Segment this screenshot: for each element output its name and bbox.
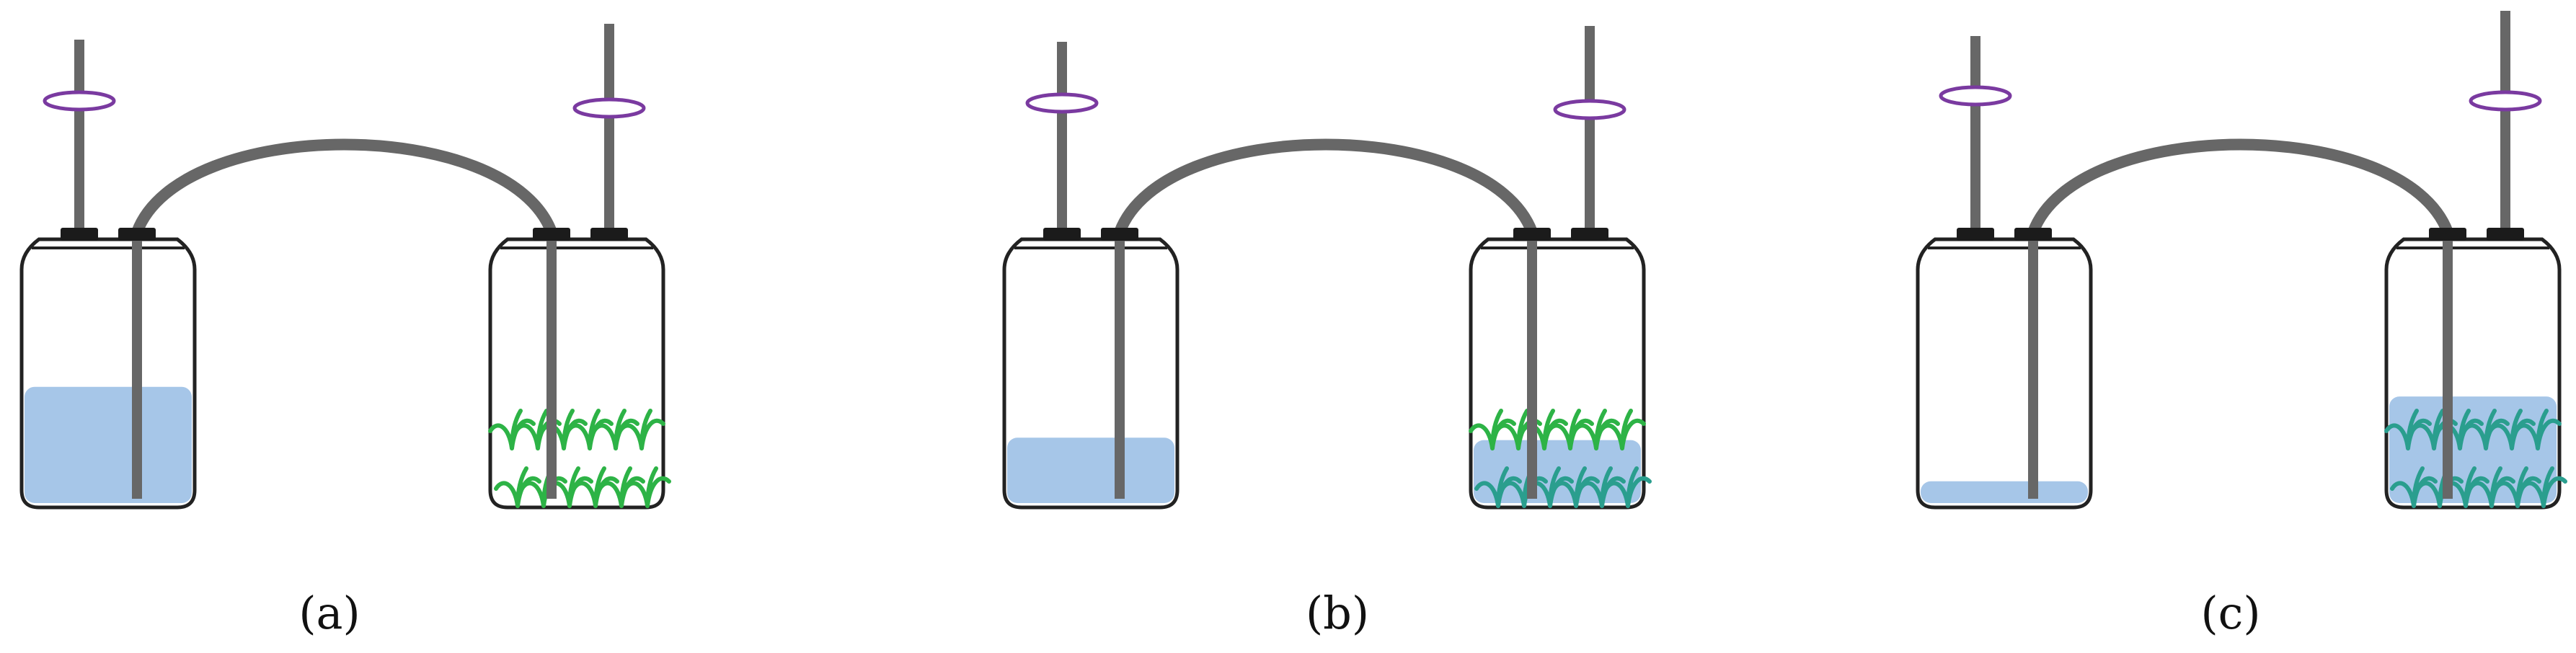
panel-a bbox=[19, 24, 671, 510]
pinch-clamp bbox=[43, 90, 116, 112]
stopper-cap bbox=[590, 228, 628, 241]
pinch-clamp bbox=[2469, 90, 2542, 112]
plant-sprout bbox=[1598, 409, 1646, 450]
source-bottle bbox=[19, 237, 197, 510]
source-water bbox=[1921, 481, 2088, 503]
pinch-clamp bbox=[1553, 99, 1626, 120]
caption-b: (b) bbox=[1306, 587, 1369, 639]
stopper-cap bbox=[2014, 228, 2052, 241]
stopper-cap bbox=[1043, 228, 1081, 241]
source-water bbox=[1007, 437, 1174, 503]
plant-sprout bbox=[572, 466, 619, 508]
plant-sprout bbox=[618, 409, 665, 450]
source-bottle bbox=[1002, 237, 1179, 510]
panel-b bbox=[1002, 26, 1652, 510]
plant-sprout bbox=[488, 409, 536, 450]
stopper-cap bbox=[533, 228, 570, 241]
plant-sprout bbox=[2514, 409, 2562, 450]
source-water bbox=[25, 386, 192, 503]
plant-sprout bbox=[592, 409, 639, 450]
source-bottle bbox=[1916, 237, 2093, 510]
plant-sprout bbox=[494, 466, 541, 508]
panel-c bbox=[1916, 11, 2567, 510]
plant-sprout bbox=[1604, 466, 1652, 508]
pinch-clamp bbox=[1025, 92, 1099, 114]
siphon-tube-arc bbox=[1114, 138, 1538, 238]
stopper-cap bbox=[118, 228, 156, 241]
stopper-cap bbox=[1957, 228, 1994, 241]
pinch-clamp bbox=[1939, 85, 2012, 107]
plant-sprout bbox=[624, 466, 671, 508]
caption-a: (a) bbox=[298, 587, 360, 639]
plant-sprout bbox=[520, 466, 567, 508]
pinch-clamp bbox=[572, 97, 646, 119]
stopper-cap bbox=[1571, 228, 1608, 241]
stopper-cap bbox=[1513, 228, 1551, 241]
stopper-cap bbox=[1101, 228, 1138, 241]
plant-sprout bbox=[598, 466, 645, 508]
stopper-cap bbox=[2429, 228, 2466, 241]
stopper-cap bbox=[61, 228, 98, 241]
siphon-tube-arc bbox=[131, 138, 557, 238]
caption-c: (c) bbox=[2200, 587, 2260, 639]
plant-sprout bbox=[2520, 466, 2567, 508]
plant-sprout bbox=[566, 409, 614, 450]
stopper-cap bbox=[2487, 228, 2524, 241]
siphon-tube-arc bbox=[2027, 138, 2453, 238]
